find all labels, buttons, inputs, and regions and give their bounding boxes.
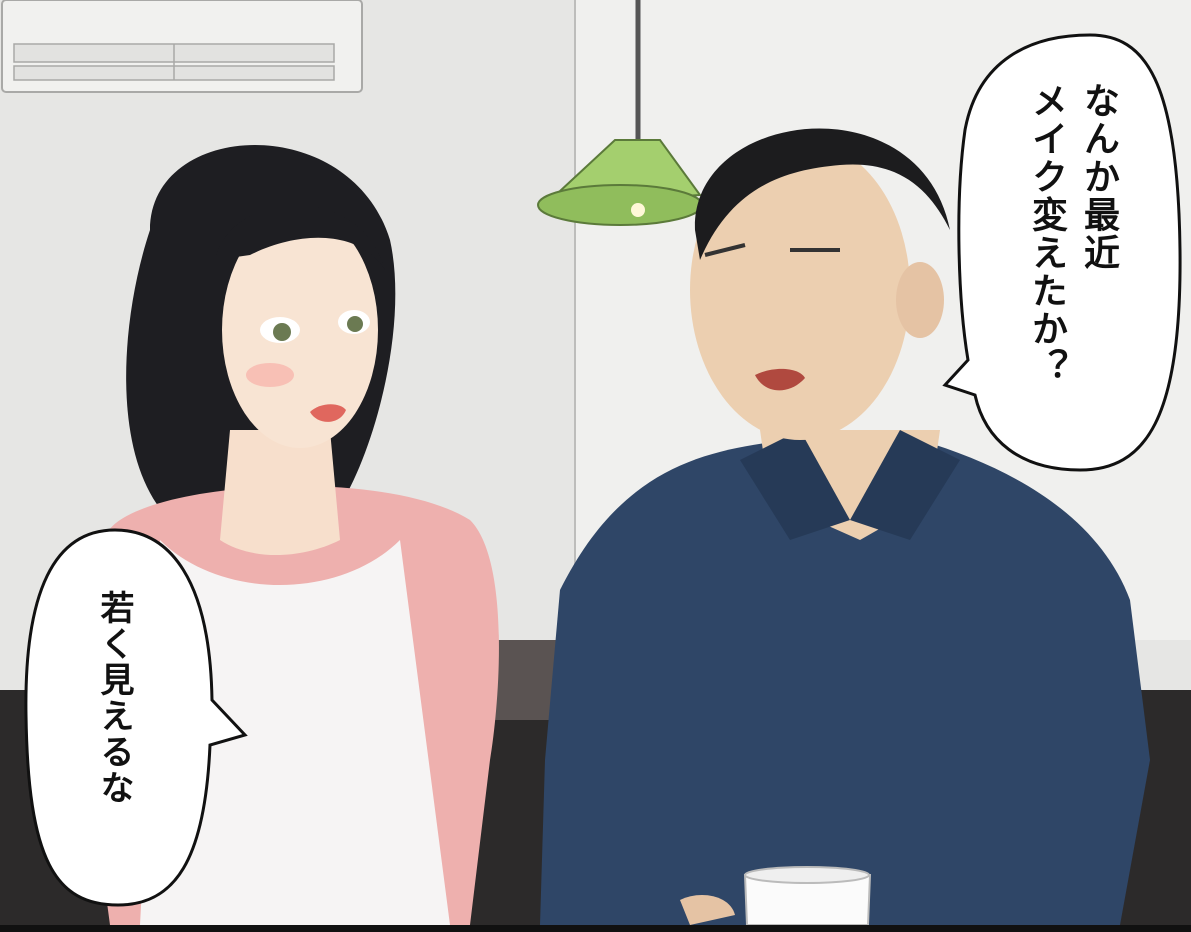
man-figure	[540, 128, 1150, 925]
pendant-lamp	[537, 0, 703, 226]
panel-border-bottom	[0, 925, 1191, 932]
air-conditioner	[1, 0, 363, 93]
speech-bubble-right	[942, 33, 1182, 472]
speech-text-left: 若く見えるな	[94, 590, 134, 806]
speech-bubble-left	[24, 528, 248, 907]
speech-text-right: なんか最近 メイク変えたか？	[1026, 82, 1119, 386]
